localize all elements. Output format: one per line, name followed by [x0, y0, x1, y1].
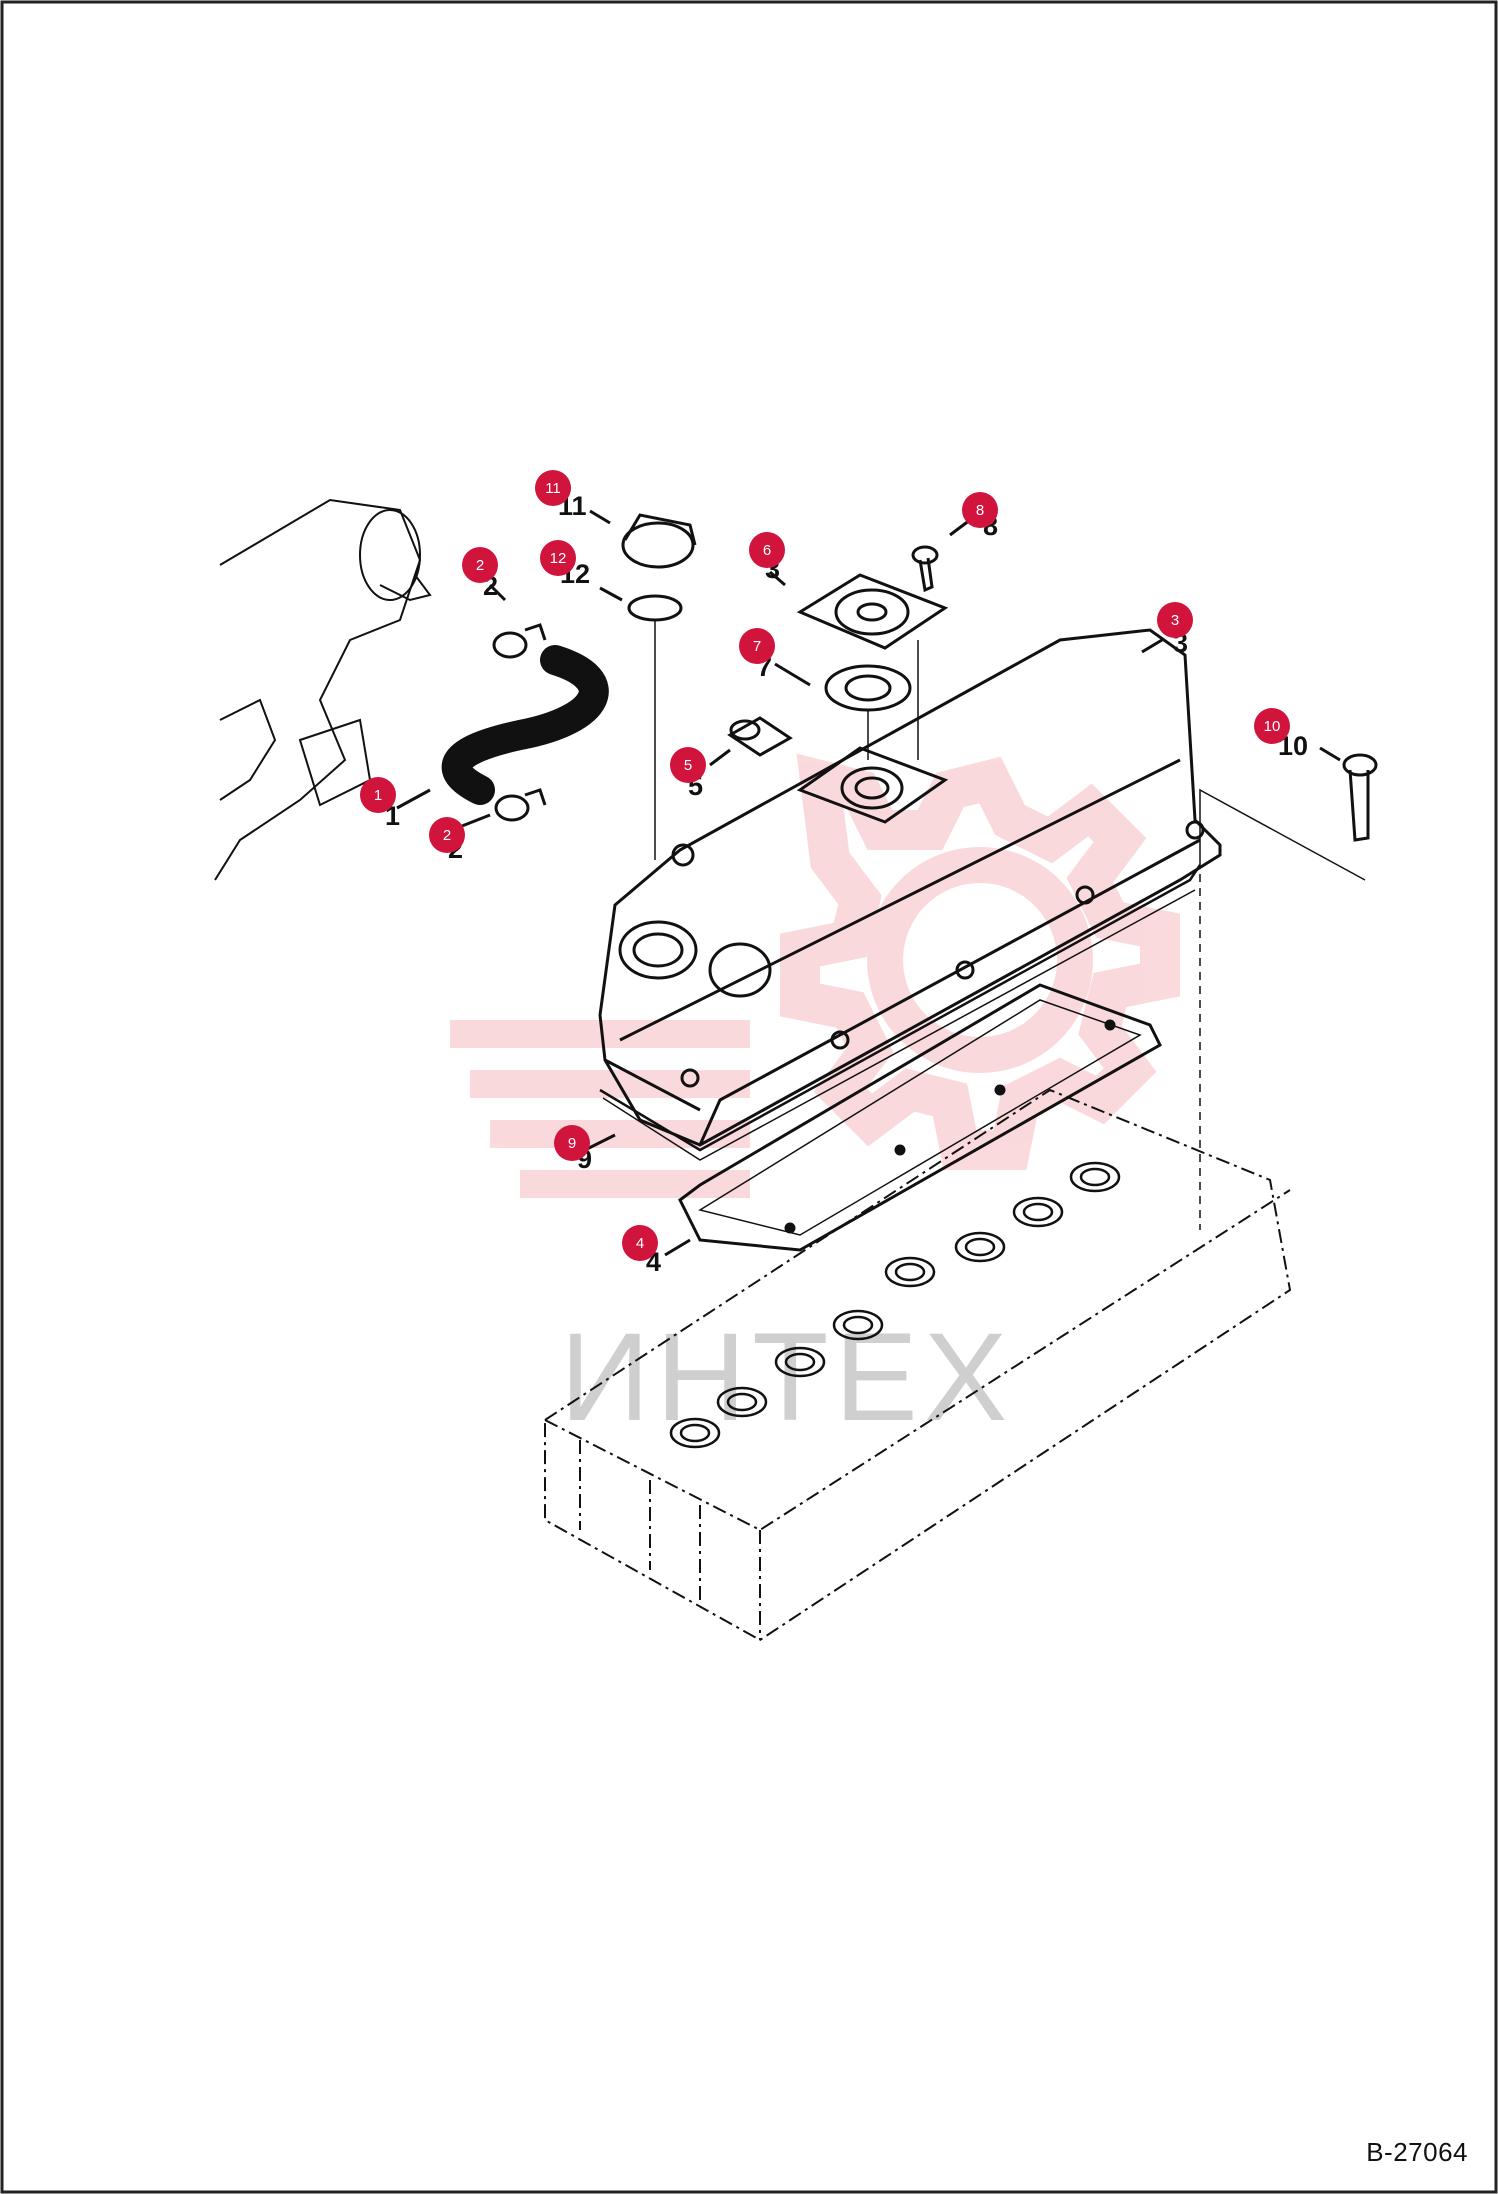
valve-seats [669, 1161, 1121, 1449]
rocker-cover [598, 628, 1222, 1147]
cylinder-head [544, 1088, 1292, 1642]
svg-text:3: 3 [1171, 612, 1179, 629]
intake-manifold [214, 498, 432, 881]
callout-12[interactable]: 12 [540, 540, 576, 576]
callout-1[interactable]: 1 [360, 777, 396, 813]
breather-pipe [727, 716, 793, 757]
hose-clamp-lower [494, 788, 547, 822]
svg-text:1: 1 [374, 787, 382, 804]
callout-7[interactable]: 7 [739, 628, 775, 664]
diaphragm [824, 664, 912, 712]
svg-text:6: 6 [763, 542, 771, 559]
svg-text:11: 11 [545, 480, 561, 497]
breather-hose [441, 645, 609, 805]
breather-valve-base [796, 746, 949, 824]
cover-gasket [599, 864, 1202, 1152]
leader-lines [396, 509, 1341, 1257]
callout-5[interactable]: 5 [670, 747, 706, 783]
screw [911, 545, 939, 593]
svg-text:2: 2 [443, 827, 451, 844]
callout-4[interactable]: 4 [622, 1225, 658, 1261]
callout-2-upper[interactable]: 2 [462, 547, 498, 583]
callout-3[interactable]: 3 [1157, 602, 1193, 638]
breather-axis-line [867, 640, 919, 760]
callout-10[interactable]: 10 [1254, 708, 1290, 744]
svg-text:4: 4 [636, 1235, 644, 1252]
breather-cover [796, 573, 949, 650]
hose-clamp-upper [492, 623, 547, 659]
watermark-text: ИНТЕХ [560, 1308, 1013, 1447]
watermark-logo [450, 753, 1180, 1198]
callout-2-lower[interactable]: 2 [429, 817, 465, 853]
svg-text:5: 5 [684, 757, 692, 774]
oil-filler-cap [621, 513, 697, 569]
callout-11[interactable]: 11 [535, 470, 571, 506]
o-ring [627, 594, 683, 622]
bolt [1342, 753, 1378, 842]
callout-8[interactable]: 8 [962, 492, 998, 528]
svg-text:9: 9 [568, 1135, 576, 1152]
svg-text:8: 8 [976, 502, 984, 519]
svg-text:2: 2 [476, 557, 484, 574]
guide-line-bolt [1199, 788, 1366, 881]
callout-9[interactable]: 9 [554, 1125, 590, 1161]
gasket-plate [678, 983, 1162, 1252]
document-code: B-27064 [1366, 2137, 1468, 2167]
svg-text:10: 10 [1264, 718, 1281, 735]
svg-text:7: 7 [753, 638, 761, 655]
svg-text:12: 12 [550, 550, 567, 567]
callout-6[interactable]: 6 [749, 532, 785, 568]
